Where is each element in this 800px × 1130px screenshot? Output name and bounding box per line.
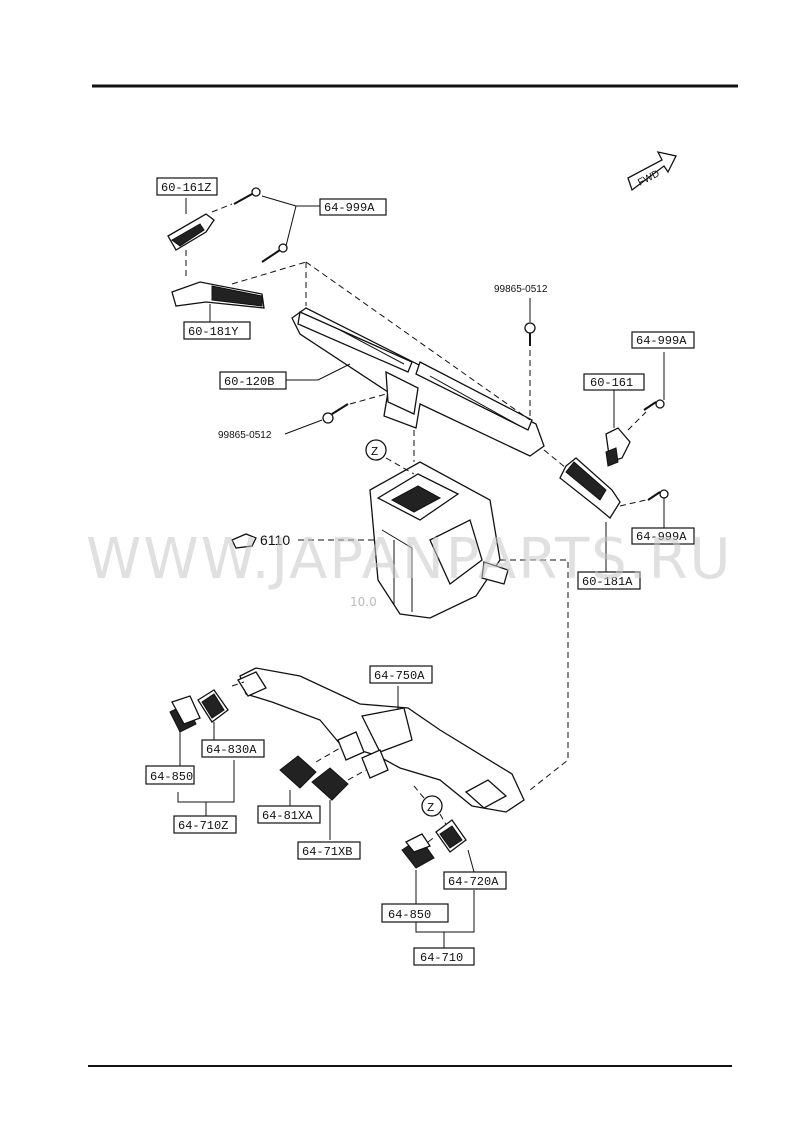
svg-text:64-850: 64-850 xyxy=(388,908,431,922)
zone-mark-bottom xyxy=(421,795,443,817)
label-60-181y: 60-181Y xyxy=(183,321,251,340)
svg-text:64-999A: 64-999A xyxy=(324,201,375,215)
svg-text:64-71XB: 64-71XB xyxy=(302,845,352,859)
label-64-710z: 64-710Z xyxy=(173,815,237,834)
zone-label-bottom: Z xyxy=(427,801,434,815)
label-64-850-left: 64-850 xyxy=(145,765,195,785)
svg-text:60-161Z: 60-161Z xyxy=(161,181,211,195)
svg-text:60-161: 60-161 xyxy=(590,376,633,390)
svg-text:60-120B: 60-120B xyxy=(224,375,274,389)
svg-text:64-710: 64-710 xyxy=(420,951,463,965)
leader-screw1 xyxy=(211,203,233,213)
label-60-161z: 60-161Z xyxy=(156,177,218,196)
label-64-81xa: 64-81XA xyxy=(257,805,321,824)
label-99865-top: 99865-0512 xyxy=(494,284,548,295)
screw-right-2 xyxy=(647,489,669,501)
vent-64-71xb xyxy=(311,767,349,801)
zone-label-top: Z xyxy=(371,445,378,459)
svg-text:64-81XA: 64-81XA xyxy=(262,809,313,823)
heater-case-6110 xyxy=(369,461,509,619)
ref-6110: 6110 xyxy=(260,532,290,548)
label-64-830a: 64-830A xyxy=(201,739,265,758)
clip-99865-mid xyxy=(322,403,349,424)
fwd-arrow-icon: FWD xyxy=(627,151,677,192)
label-60-161: 60-161 xyxy=(583,373,645,391)
svg-text:64-850: 64-850 xyxy=(150,770,193,784)
duct-64-750a xyxy=(237,667,525,813)
label-60-181a: 60-181A xyxy=(577,571,641,590)
watermark-sub: 10.0 xyxy=(350,595,377,609)
vent-64-720a xyxy=(435,819,467,853)
vent-64-850-left xyxy=(169,695,201,733)
svg-text:64-750A: 64-750A xyxy=(374,669,425,683)
screw-top-left xyxy=(233,187,261,205)
label-64-850-bottom: 64-850 xyxy=(381,903,449,923)
svg-text:60-181A: 60-181A xyxy=(582,575,633,589)
label-64-999a-right: 64-999A xyxy=(631,331,695,349)
screw-left-2 xyxy=(261,243,288,263)
duct-60-181a xyxy=(559,457,621,519)
label-64-999a-right2: 64-999A xyxy=(631,527,695,545)
vent-64-81xa xyxy=(279,755,317,789)
label-64-999a-top: 64-999A xyxy=(319,198,387,216)
svg-text:64-830A: 64-830A xyxy=(206,743,257,757)
label-64-71xb: 64-71XB xyxy=(297,841,361,860)
screw-right-1 xyxy=(643,399,665,411)
leader-64-999a-top xyxy=(261,195,297,247)
vent-center-boxes xyxy=(337,731,389,779)
label-64-720a: 64-720A xyxy=(443,871,507,890)
svg-text:64-999A: 64-999A xyxy=(636,530,687,544)
label-64-750a: 64-750A xyxy=(369,665,433,684)
label-99865-mid: 99865-0512 xyxy=(218,430,272,441)
reference-arrow-icon xyxy=(231,533,257,549)
duct-60-181y xyxy=(171,281,265,324)
svg-text:64-720A: 64-720A xyxy=(448,875,499,889)
svg-text:64-710Z: 64-710Z xyxy=(178,819,228,833)
bracket-60-161z xyxy=(167,213,215,251)
zone-mark-top xyxy=(365,439,387,461)
vent-64-850-bottom xyxy=(401,833,435,869)
vent-64-830a xyxy=(197,689,229,723)
svg-text:60-181Y: 60-181Y xyxy=(188,325,238,339)
watermark: WWW.JAPANPARTS.RU xyxy=(86,527,733,592)
svg-text:64-999A: 64-999A xyxy=(636,334,687,348)
bracket-60-161 xyxy=(605,427,631,467)
duct-60-120b xyxy=(291,307,545,457)
clip-99865-top xyxy=(524,322,536,346)
label-64-710: 64-710 xyxy=(413,947,475,966)
label-60-120b: 60-120B xyxy=(219,371,287,390)
